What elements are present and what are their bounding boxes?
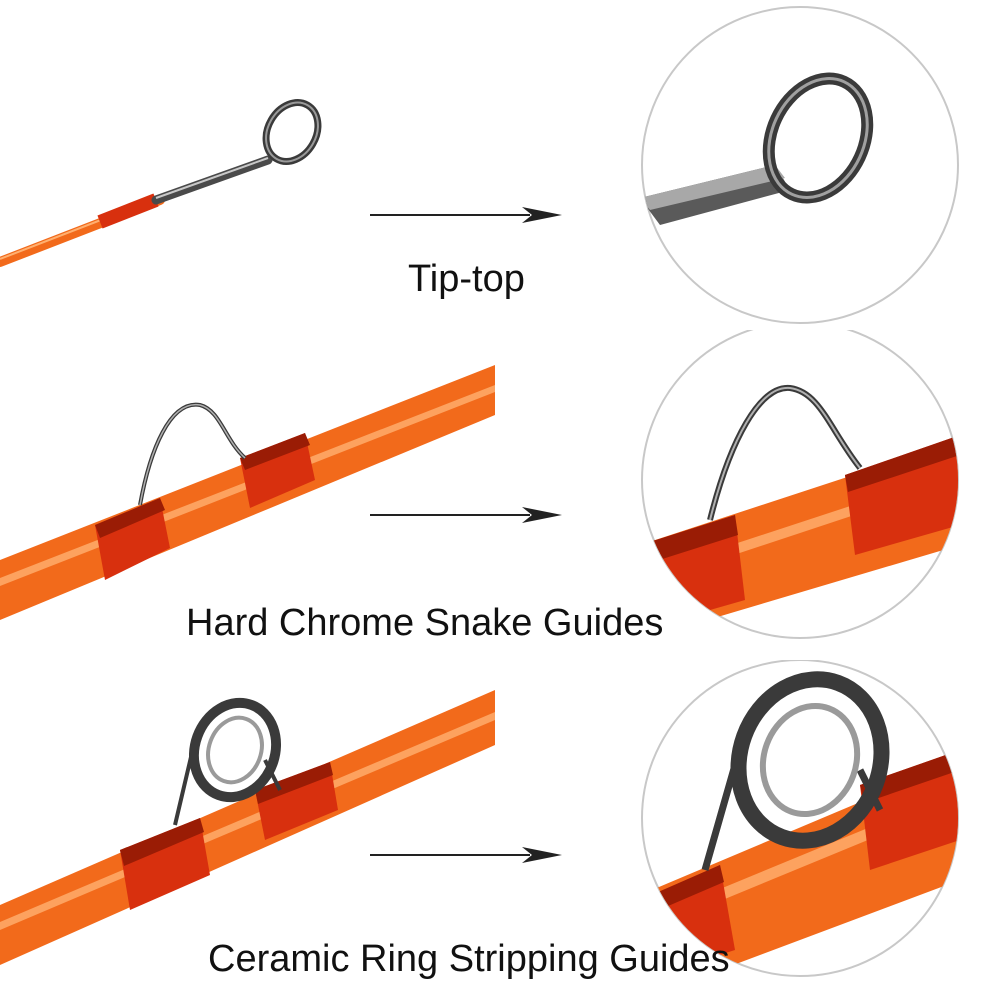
section-stripping-guides: Ceramic Ring Stripping Guides — [0, 660, 1000, 1000]
arrow-icon — [370, 207, 562, 223]
snake-guide-rod-image — [0, 365, 495, 620]
tip-top-illustration — [0, 6, 959, 324]
stripping-guides-illustration — [0, 660, 959, 977]
section-tip-top: Tip-top — [0, 0, 1000, 330]
tip-top-caption: Tip-top — [408, 258, 525, 300]
tip-top-zoom-image — [641, 6, 959, 324]
snake-guide-zoom-image — [641, 330, 959, 639]
snake-guides-illustration — [0, 330, 959, 639]
section-snake-guides: Hard Chrome Snake Guides — [0, 330, 1000, 660]
stripping-guides-caption: Ceramic Ring Stripping Guides — [208, 938, 730, 980]
arrow-icon — [370, 507, 562, 523]
snake-guides-caption: Hard Chrome Snake Guides — [186, 602, 664, 644]
stripping-guide-rod-image — [0, 690, 495, 965]
tip-top-rod-image — [0, 99, 322, 267]
arrow-icon — [370, 847, 562, 863]
